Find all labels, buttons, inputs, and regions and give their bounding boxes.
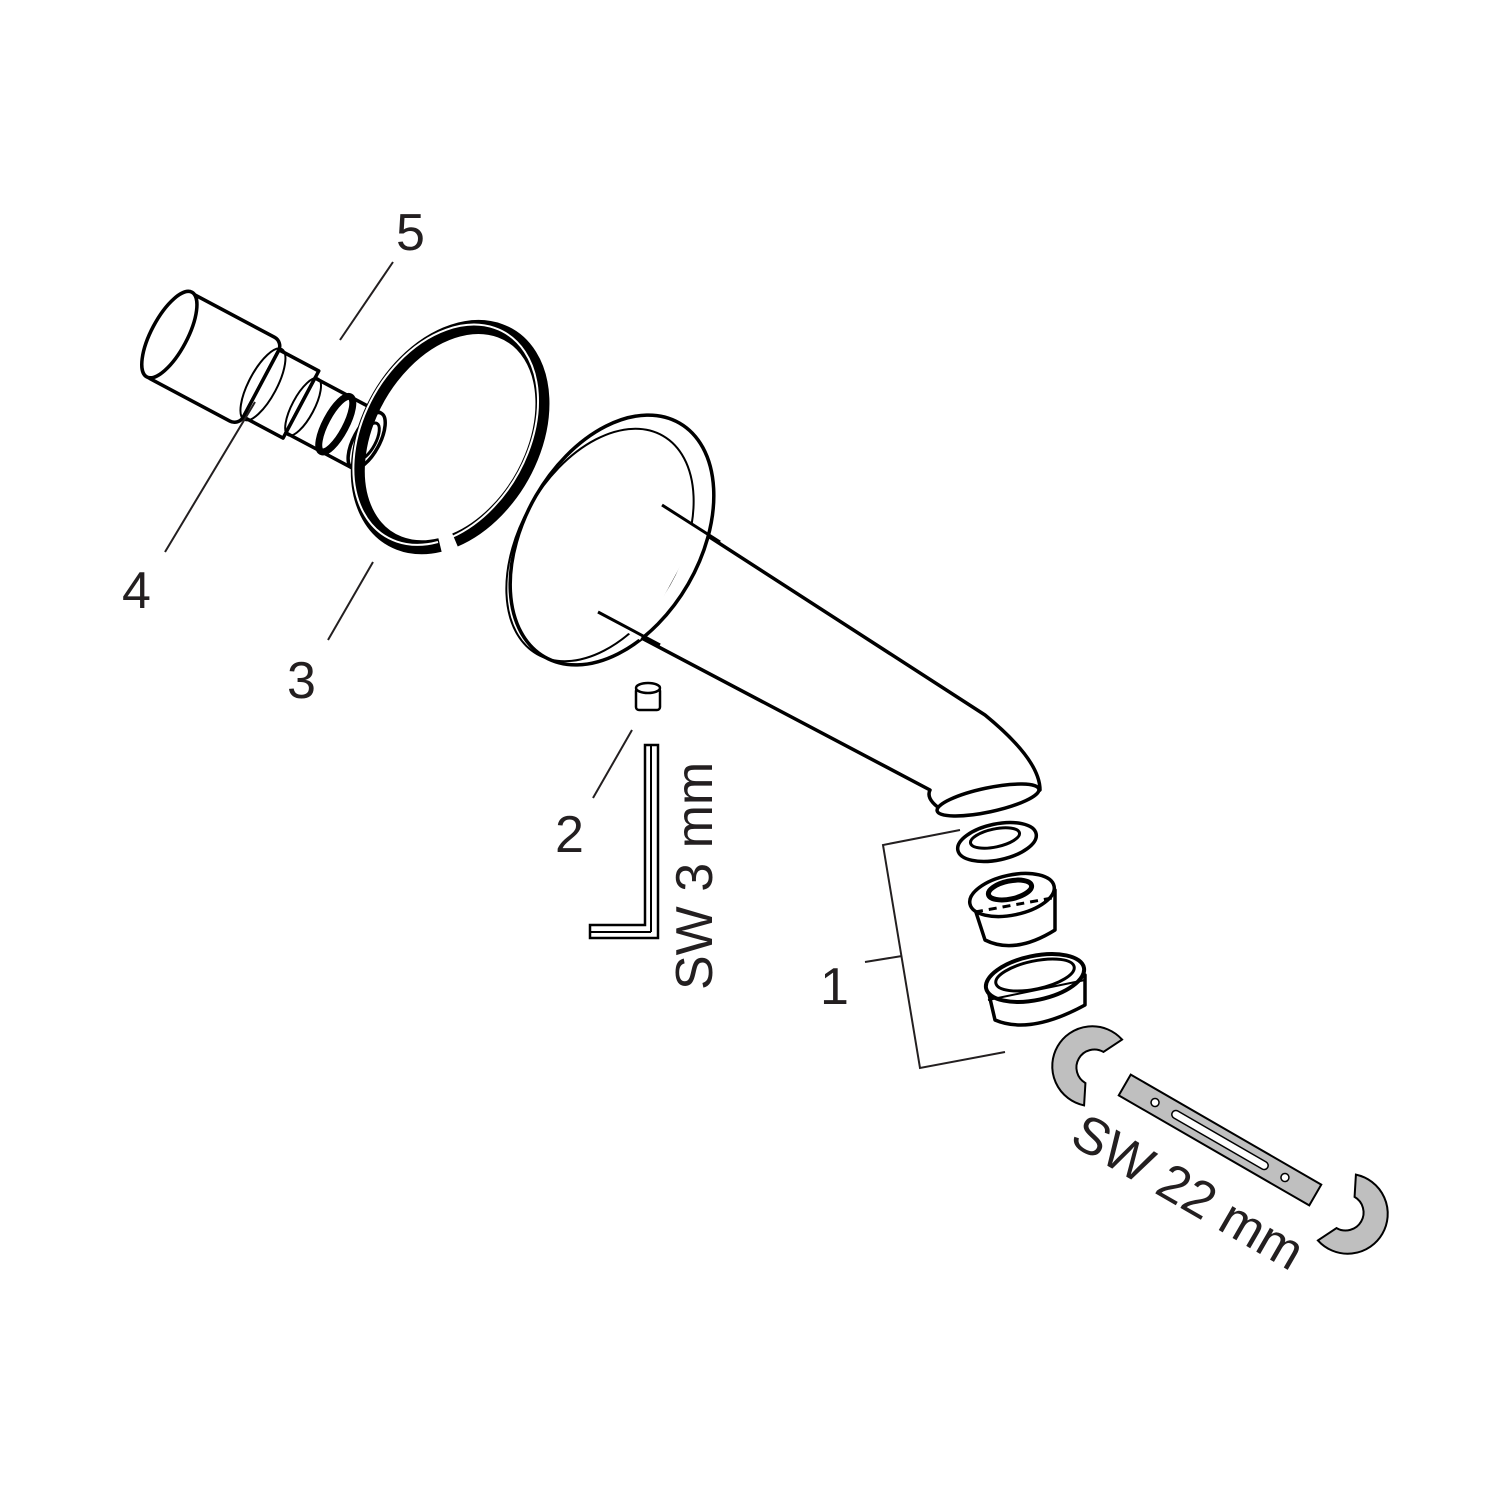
aerator-set-part bbox=[955, 820, 1087, 1027]
retaining-ring-part bbox=[350, 320, 550, 555]
leader-lines bbox=[164, 261, 1006, 1070]
callout-4: 4 bbox=[122, 562, 151, 620]
wrench-icon bbox=[1051, 1025, 1389, 1255]
spout-part bbox=[505, 413, 1042, 818]
allen-key-size-label: SW 3 mm bbox=[666, 762, 724, 990]
callout-5: 5 bbox=[396, 204, 425, 262]
callout-3: 3 bbox=[287, 652, 316, 710]
grub-screw-part bbox=[634, 681, 662, 712]
callout-1: 1 bbox=[820, 958, 849, 1016]
callout-2: 2 bbox=[555, 806, 584, 864]
allen-key-icon bbox=[588, 743, 660, 940]
